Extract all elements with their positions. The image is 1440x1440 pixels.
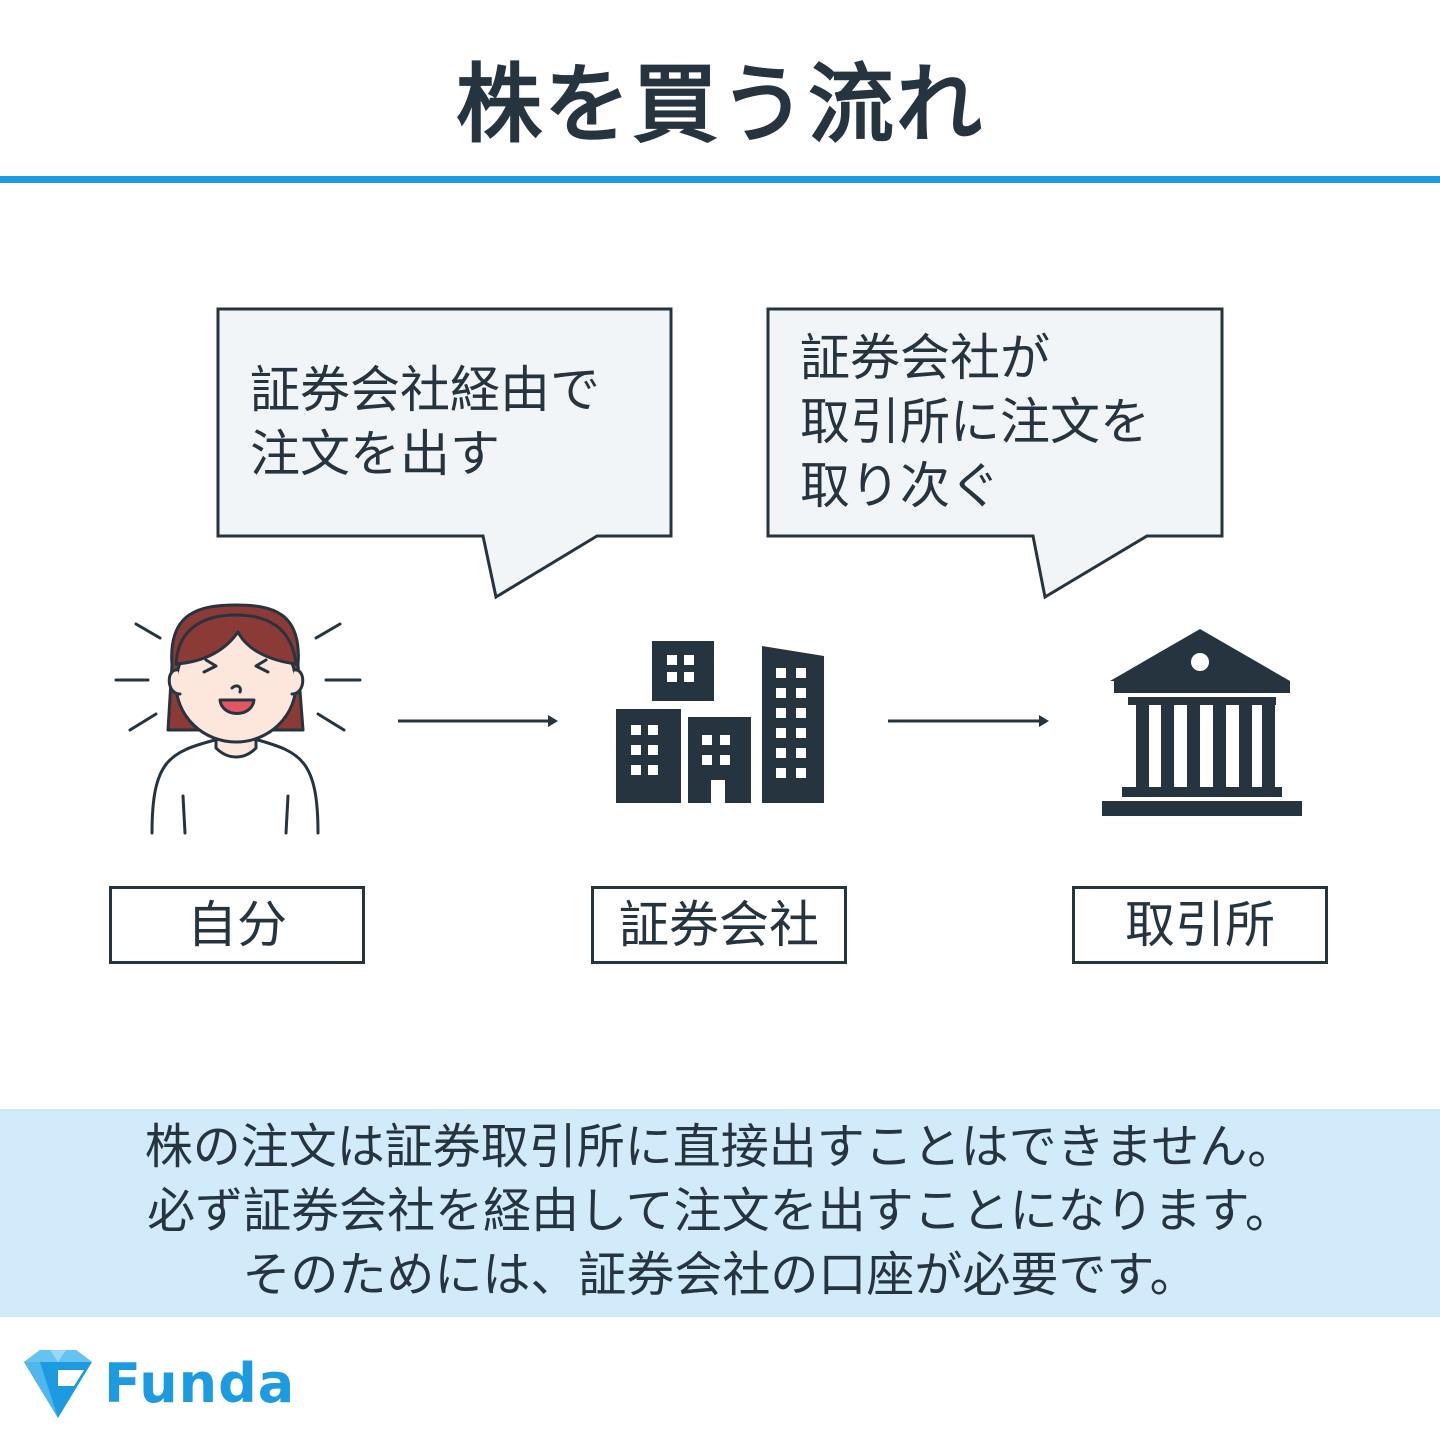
funda-gem-icon bbox=[24, 1350, 92, 1418]
summary-line: 株の注文は証券取引所に直接出すことはできません。 bbox=[144, 1119, 1296, 1175]
label-exchange: 取引所 bbox=[1072, 886, 1328, 964]
bubble-1-line: 注文を出す bbox=[250, 425, 500, 483]
bubble-2-line: 取引所に注文を bbox=[800, 393, 1150, 451]
summary-panel: 株の注文は証券取引所に直接出すことはできません。 必ず証券会社を経由して注文を出… bbox=[0, 1109, 1440, 1317]
office-buildings-icon bbox=[616, 641, 824, 803]
bubble-2-line: 証券会社が bbox=[800, 329, 1050, 387]
bubble-1-line: 証券会社経由で bbox=[250, 361, 600, 419]
bubble-2-text: 証券会社が 取引所に注文を 取り次ぐ bbox=[800, 326, 1150, 518]
funda-logo-text: Funda bbox=[104, 1352, 296, 1415]
summary-line: 必ず証券会社を経由して注文を出すことになります。 bbox=[147, 1183, 1293, 1239]
smiling-woman-icon bbox=[114, 603, 362, 835]
page-title: 株を買う流れ bbox=[456, 55, 984, 155]
summary-line: そのためには、証券会社の口座が必要です。 bbox=[242, 1247, 1198, 1303]
flow-illustration bbox=[114, 603, 1302, 835]
speech-bubbles bbox=[216, 307, 1224, 600]
speech-bubble-1 bbox=[216, 307, 673, 600]
label-self: 自分 bbox=[109, 886, 365, 964]
arrow-right-icon bbox=[888, 715, 1049, 727]
exchange-building-icon bbox=[1102, 629, 1302, 816]
bubble-2-line: 取り次ぐ bbox=[800, 457, 1000, 515]
label-securities-company: 証券会社 bbox=[591, 886, 847, 964]
arrow-right-icon bbox=[398, 715, 558, 727]
bubble-1-text: 証券会社経由で 注文を出す bbox=[250, 358, 600, 486]
speech-bubble-2 bbox=[766, 307, 1224, 600]
title-divider bbox=[0, 176, 1440, 183]
